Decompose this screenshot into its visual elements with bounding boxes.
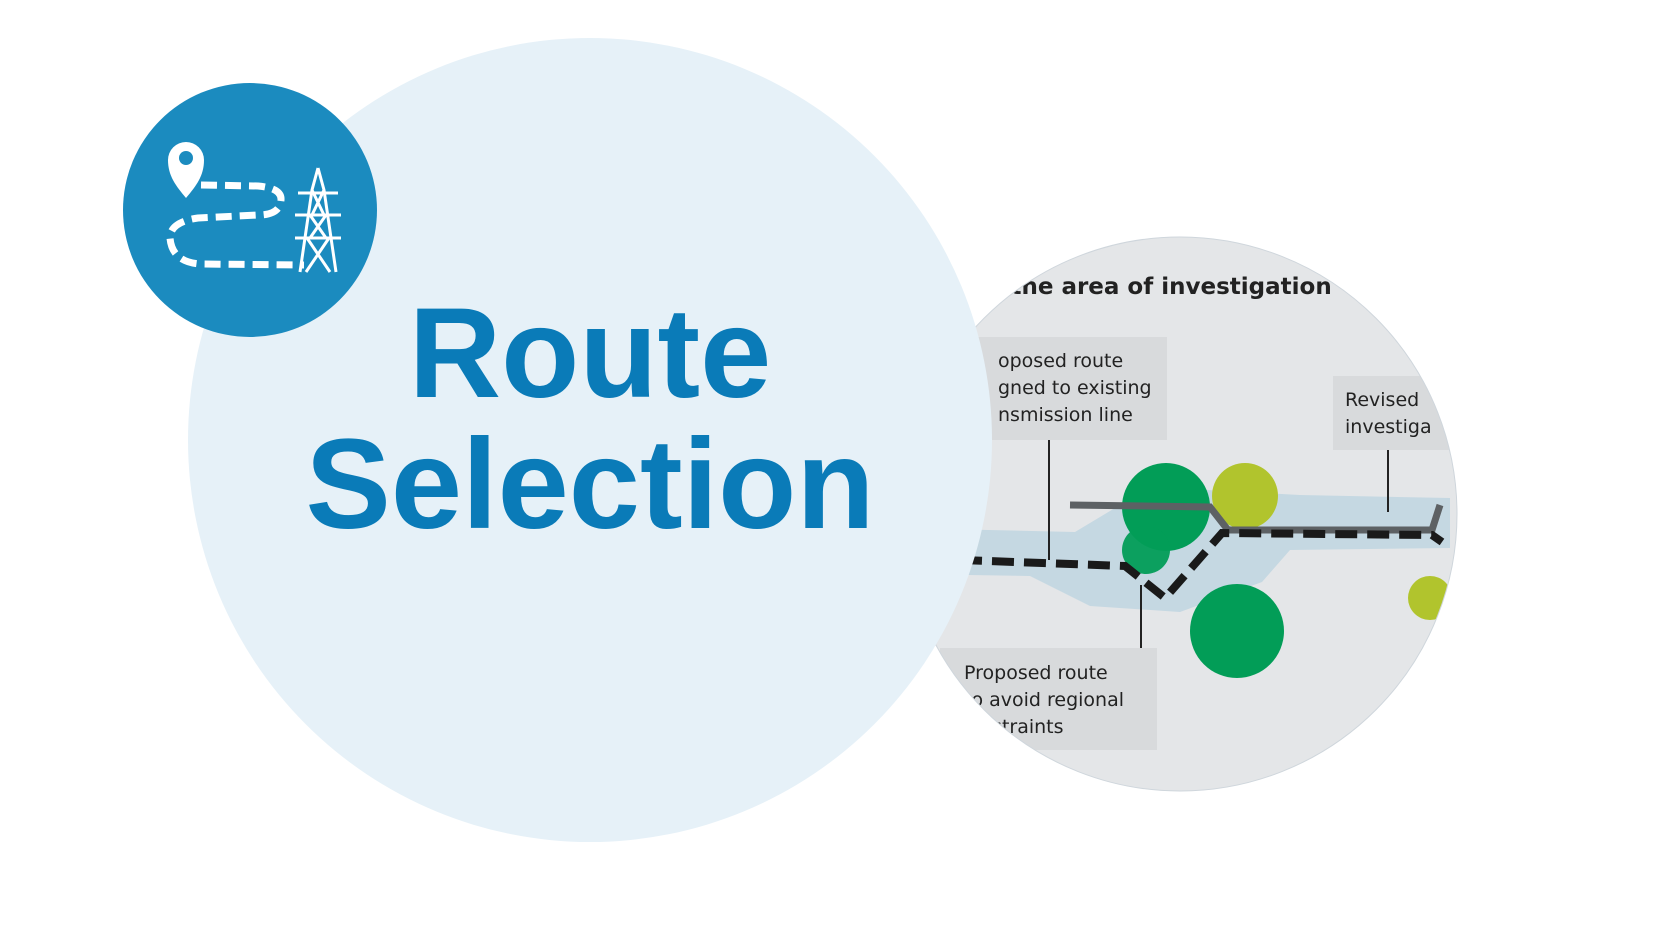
label-box	[1333, 376, 1457, 450]
label-line: oposed route	[998, 350, 1123, 372]
constraint-circle-green	[1190, 584, 1284, 678]
map-inset: g the area of investigation oposed route…	[903, 237, 1457, 791]
map-title: g the area of investigation	[986, 274, 1332, 300]
label-line: nsmission line	[998, 404, 1133, 426]
route-to-transmission-tower-icon	[123, 83, 377, 337]
constraint-circle-lime	[1408, 576, 1452, 620]
label-line: investiga	[1345, 416, 1432, 438]
label-line: nstraints	[980, 716, 1064, 738]
label-line: Revised	[1345, 389, 1419, 411]
title-line-1: Route	[409, 282, 772, 425]
label-line: Proposed route	[964, 662, 1108, 684]
constraint-circle-lime	[1212, 463, 1278, 529]
title-line-2: Selection	[305, 413, 874, 556]
title-circle	[188, 38, 992, 842]
label-line: to avoid regional	[964, 689, 1124, 711]
constraint-circle-green	[1122, 526, 1170, 574]
proposed-route-dashed	[959, 528, 1445, 604]
label-line: gned to existing	[998, 377, 1152, 399]
